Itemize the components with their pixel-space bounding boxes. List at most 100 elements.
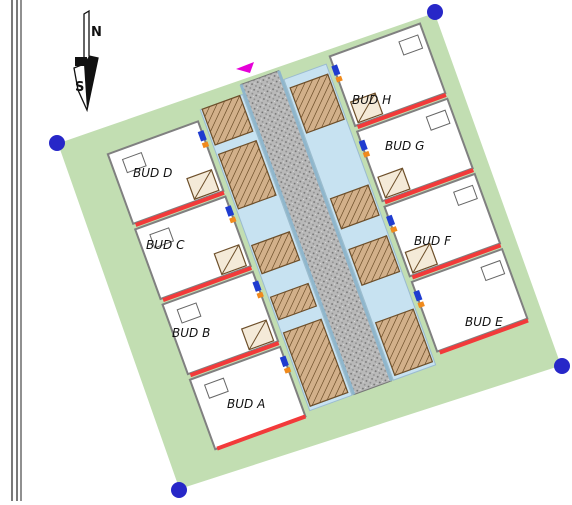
- carport: [240, 319, 275, 351]
- crate-hatch-line: [424, 354, 430, 365]
- carports: [186, 92, 439, 351]
- carport: [404, 242, 439, 274]
- crate-hatch-line: [383, 314, 399, 346]
- label-bud-b: BUD B: [172, 326, 210, 340]
- crate-hatch-line: [254, 242, 260, 254]
- entry-doors: [197, 64, 425, 374]
- parking-left: [201, 94, 349, 407]
- crate-hatch-line: [393, 265, 398, 274]
- crate-hatch-line: [302, 334, 327, 386]
- crate-hatch-line: [328, 104, 339, 125]
- crate-hatch-line: [292, 84, 298, 96]
- crate-hatch-line: [275, 291, 286, 313]
- crate-hatch-line: [251, 170, 268, 205]
- crate-hatch-line: [409, 339, 425, 371]
- crate-hatch-line: [223, 148, 234, 170]
- crate-hatch-line: [288, 327, 299, 349]
- crate-hatch-line: [401, 331, 422, 373]
- crate-hatch-line: [363, 235, 387, 285]
- crate-hatch-line: [319, 364, 338, 403]
- crate-hatch-line: [341, 187, 361, 229]
- crate-hatch-line: [256, 239, 268, 261]
- crate-hatch-line: [378, 250, 393, 280]
- north-arrow-fill: [84, 56, 98, 110]
- crate-hatch-line: [294, 321, 314, 364]
- crate-hatch-line: [332, 195, 339, 207]
- crate-hatch-line: [303, 74, 329, 126]
- crate-hatch-line: [266, 185, 273, 199]
- crate-hatch-line: [271, 231, 290, 271]
- crate-hatch-line: [293, 283, 309, 315]
- label-bud-c: BUD C: [146, 238, 185, 252]
- crate-hatch-line: [212, 98, 233, 140]
- crate-hatch-line: [299, 326, 325, 379]
- crate-hatch-line: [313, 89, 334, 131]
- corner-markers: [49, 4, 570, 498]
- crate-hatch-line: [380, 317, 391, 338]
- building-complex: [106, 22, 529, 451]
- walls-right: [356, 93, 529, 355]
- crate-hatch-line: [296, 319, 322, 371]
- crate-hatch-line: [285, 330, 292, 341]
- crate-hatch-line: [258, 178, 271, 202]
- carport: [349, 92, 384, 124]
- entrance-marker: [236, 62, 254, 73]
- crate-hatch-line: [371, 207, 377, 219]
- crate-hatch-line: [334, 379, 344, 398]
- parking-right: [289, 73, 434, 377]
- crate-hatch-line: [305, 341, 330, 394]
- crate-hatch-line: [389, 308, 414, 361]
- crate-hatch-line: [237, 155, 262, 208]
- crate-hatch-line: [231, 110, 246, 139]
- crate-hatch-line: [298, 79, 314, 111]
- crate-hatch-line: [246, 125, 251, 134]
- crate-hatch-line: [300, 76, 321, 119]
- crate-hatch-line: [341, 386, 347, 395]
- parking-block: [217, 139, 277, 210]
- interior-rooms: [121, 34, 506, 399]
- building-labels: BUD D BUD C BUD B BUD A BUD H BUD G BUD …: [133, 93, 503, 411]
- south-label: S: [75, 80, 84, 95]
- crate-hatch-line: [207, 103, 218, 125]
- label-bud-f: BUD F: [414, 234, 452, 248]
- crate-hatch-line: [378, 319, 384, 331]
- crate-hatch-line: [356, 241, 372, 273]
- crate-hatch-line: [326, 371, 341, 401]
- crate-hatch-line: [220, 151, 227, 163]
- crate-hatch-line: [308, 298, 314, 309]
- carport: [377, 167, 411, 199]
- crate-hatch-line: [338, 190, 354, 222]
- crate-hatch-line: [263, 234, 283, 274]
- crate-hatch-line: [291, 324, 307, 356]
- crate-hatch-line: [295, 82, 306, 104]
- crate-hatch-line: [363, 199, 374, 221]
- crate-hatch-line: [278, 288, 294, 320]
- crate-hatch-line: [321, 96, 337, 128]
- north-arrow-box: [75, 57, 87, 66]
- crate-hatch-line: [359, 238, 380, 280]
- crate-hatch-line: [300, 290, 312, 312]
- crate-hatch-line: [351, 246, 357, 258]
- crate-hatch-line: [234, 148, 260, 200]
- crate-hatch-line: [210, 100, 226, 132]
- crate-hatch-line: [307, 349, 333, 401]
- crate-hatch-line: [259, 237, 275, 269]
- crate-hatch-line: [394, 323, 420, 376]
- crate-hatch-line: [272, 294, 279, 305]
- crate-hatch-line: [239, 117, 249, 137]
- crate-hatch-line: [216, 95, 241, 145]
- crate-hatch-line: [386, 311, 407, 354]
- label-bud-h: BUD H: [352, 93, 391, 107]
- crate-hatch-line: [386, 258, 396, 277]
- parking-block: [289, 73, 345, 134]
- crate-hatch-line: [226, 145, 242, 178]
- label-bud-e: BUD E: [465, 315, 503, 329]
- label-bud-a: BUD A: [227, 397, 265, 411]
- crate-hatch-line: [306, 81, 331, 134]
- label-bud-g: BUD G: [385, 139, 424, 153]
- crate-hatch-line: [243, 163, 265, 207]
- corner-marker: [554, 358, 570, 374]
- crate-hatch-line: [293, 254, 298, 263]
- carport: [186, 168, 220, 201]
